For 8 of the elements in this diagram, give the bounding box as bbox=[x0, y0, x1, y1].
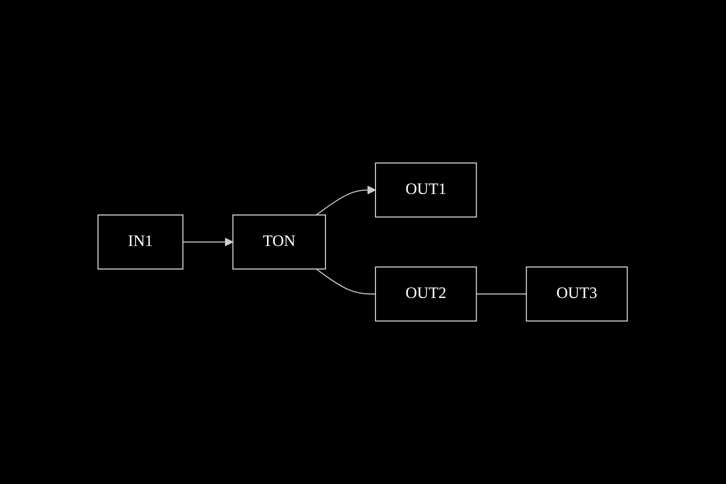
node-box: TON bbox=[232, 214, 326, 270]
arrow bbox=[316, 186, 376, 216]
connector bbox=[316, 268, 376, 294]
arrow bbox=[182, 238, 234, 246]
node-box: OUT1 bbox=[375, 162, 478, 218]
node-box: IN1 bbox=[98, 214, 184, 270]
node-box: OUT2 bbox=[375, 266, 478, 322]
node-box: OUT3 bbox=[526, 266, 628, 322]
